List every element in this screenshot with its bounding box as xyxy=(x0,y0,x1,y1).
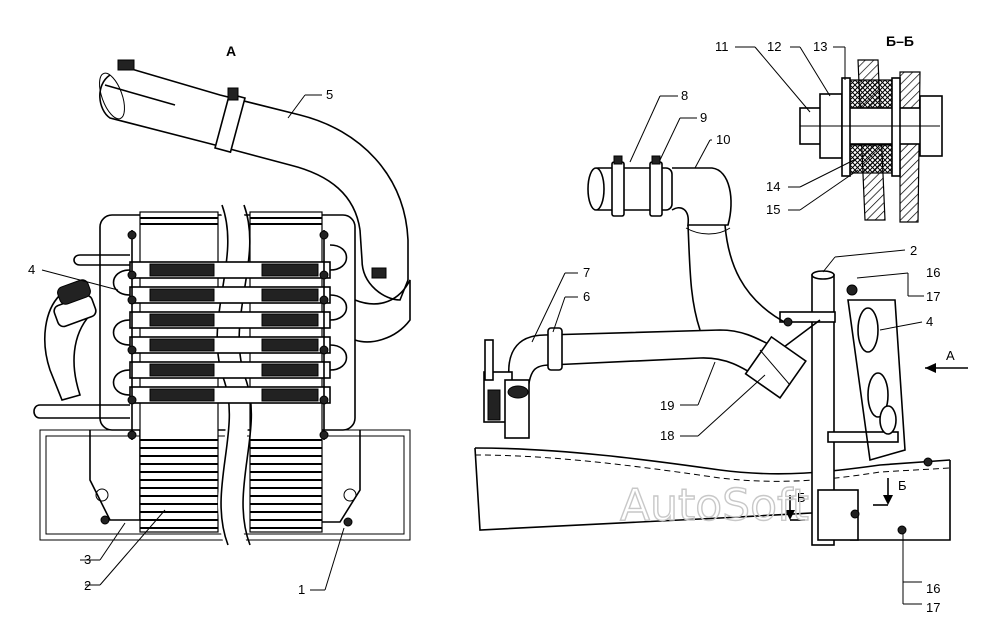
callout-16-lower: 16 xyxy=(926,581,940,596)
side-pipe-upper xyxy=(73,254,130,266)
pipe-cap xyxy=(117,59,135,71)
callout-17-upper: 17 xyxy=(926,289,940,304)
post-top xyxy=(811,270,835,280)
section-bb-callouts: Б–Б 11 12 13 14 15 xyxy=(715,33,914,217)
section-label-left: Б xyxy=(797,490,806,505)
callout-17-lower: 17 xyxy=(926,600,940,615)
callout-1: 1 xyxy=(298,582,305,597)
break-line-right xyxy=(238,204,253,546)
callout-14: 14 xyxy=(766,179,780,194)
bracket-hole-left xyxy=(95,488,109,502)
watermark-text: AutoSoft xyxy=(620,480,809,531)
washer-right xyxy=(891,77,901,177)
tube-rows xyxy=(129,261,331,404)
tie-rod-nuts xyxy=(127,230,329,440)
clamp-6 xyxy=(547,327,563,371)
bolt-left xyxy=(100,515,110,525)
view-a-title: A xyxy=(226,43,236,59)
view-arrow-a-head xyxy=(925,363,936,373)
pipe-clip xyxy=(371,267,387,279)
hose-18 xyxy=(744,335,807,399)
upper-pipe-upper-edge xyxy=(117,64,409,280)
callout-11: 11 xyxy=(715,39,729,54)
section-bb-title: Б–Б xyxy=(886,33,914,49)
bolt-right xyxy=(343,517,353,527)
callout-5: 5 xyxy=(326,87,333,102)
callout-9: 9 xyxy=(700,110,707,125)
frame-wall-hatched xyxy=(899,71,921,223)
upper-elbow xyxy=(587,155,732,235)
rubber-cushion-upper xyxy=(849,79,893,109)
box-bolt xyxy=(850,509,860,519)
callout-8: 8 xyxy=(681,88,688,103)
cooler-side xyxy=(846,284,933,535)
callout-16-upper: 16 xyxy=(926,265,940,280)
frame-rail-hidden xyxy=(474,454,951,482)
left-fitting xyxy=(483,339,530,439)
rubber-cushion-lower xyxy=(849,144,893,174)
callout-3: 3 xyxy=(84,552,91,567)
callout-18: 18 xyxy=(660,428,674,443)
riser-left xyxy=(687,224,701,331)
frame-rail-bottom xyxy=(474,447,831,531)
bracket-hole-right xyxy=(343,488,357,502)
callout-10: 10 xyxy=(716,132,730,147)
view-arrow-a-label: A xyxy=(946,348,955,363)
break-line-left xyxy=(216,204,231,546)
callout-6: 6 xyxy=(583,289,590,304)
riser-right xyxy=(724,224,791,326)
post-bracket-upper xyxy=(779,311,836,323)
right-bracket xyxy=(315,430,361,523)
side-view-drawing xyxy=(474,155,951,546)
washer-13 xyxy=(841,77,851,177)
post-bracket-lower xyxy=(827,431,899,443)
left-bracket xyxy=(89,430,141,521)
riser-clip xyxy=(783,317,793,327)
break-gap xyxy=(214,201,249,549)
pipe-clamp-upper xyxy=(214,87,246,154)
hose-connector-left xyxy=(44,279,97,401)
callout-4: 4 xyxy=(28,262,35,277)
section-bb-drawing xyxy=(799,59,943,223)
callout-19: 19 xyxy=(660,398,674,413)
side-view-callouts: 8 9 10 7 6 19 18 2 16 17 4 16 17 A Б xyxy=(531,88,968,615)
callout-13: 13 xyxy=(813,39,827,54)
frame-rail-top xyxy=(474,447,951,475)
pipe-opening xyxy=(99,72,125,120)
callout-2-side: 2 xyxy=(910,243,917,258)
callout-2: 2 xyxy=(84,578,91,593)
view-a-callouts: A 3 2 1 4 5 xyxy=(28,43,345,597)
callout-15: 15 xyxy=(766,202,780,217)
pipe-highlight xyxy=(104,84,176,106)
u-bends xyxy=(112,244,348,396)
callout-12: 12 xyxy=(767,39,781,54)
upper-pipe-end xyxy=(359,229,409,301)
callout-4-side: 4 xyxy=(926,314,933,329)
view-a-drawing xyxy=(33,59,411,549)
side-pipe-lower xyxy=(33,404,130,419)
outlet-elbow xyxy=(354,279,411,343)
frame-rail-end xyxy=(850,460,951,541)
callout-7: 7 xyxy=(583,265,590,280)
section-label-right: Б xyxy=(898,478,907,493)
